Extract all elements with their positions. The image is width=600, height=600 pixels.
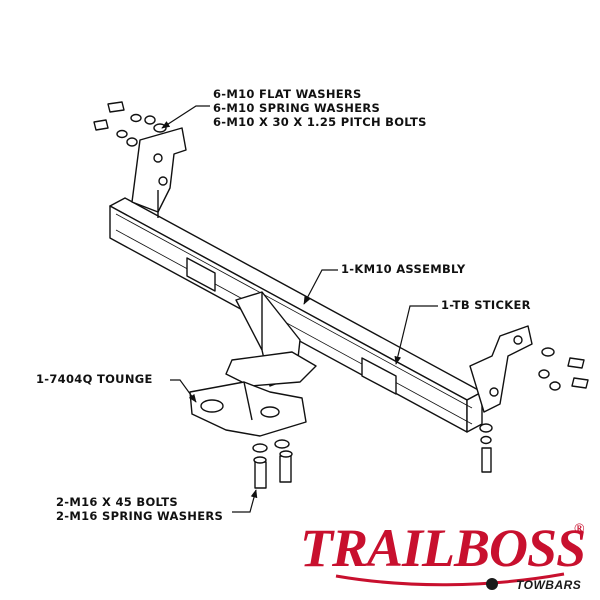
callout-fasteners-bottom: 2-M16 X 45 BOLTS 2-M16 SPRING WASHERS [56,495,223,523]
callout-tongue: 1-7404Q TOUNGE [36,372,153,386]
callout-spring-washers: 6-M10 SPRING WASHERS [213,101,381,115]
logo-registered-mark: ® [574,522,585,537]
leader-assembly [303,269,338,305]
bolts-bottom [252,439,293,489]
bolts-top-left [93,101,167,147]
callout-assembly: 1-KM10 ASSEMBLY [341,262,466,276]
logo-subtitle: TOWBARS [516,578,582,592]
right-bracket [469,325,533,413]
trailboss-logo: TRAILBOSS ® TOWBARS [296,516,596,598]
leader-sticker [394,305,438,365]
callout-sticker: 1-TB STICKER [441,298,531,312]
sticker-panel-left [186,257,216,292]
leader-fasteners-bottom [232,489,258,513]
logo-swoosh [335,572,565,590]
bolts-right [479,347,589,473]
callout-m16-spring-washers: 2-M16 SPRING WASHERS [56,509,224,523]
leader-tongue [170,379,197,403]
logo-wordmark: TRAILBOSS [300,518,586,578]
left-bracket [131,127,187,218]
callout-flat-washers: 6-M10 FLAT WASHERS [213,87,362,101]
sticker-panel-right [361,357,397,395]
callout-fasteners-top: 6-M10 FLAT WASHERS 6-M10 SPRING WASHERS … [213,87,427,129]
callout-pitch-bolts: 6-M10 X 30 X 1.25 PITCH BOLTS [213,115,427,129]
tongue [189,351,317,437]
leader-fasteners-top [161,105,210,129]
callout-m16-bolts: 2-M16 X 45 BOLTS [56,495,178,509]
